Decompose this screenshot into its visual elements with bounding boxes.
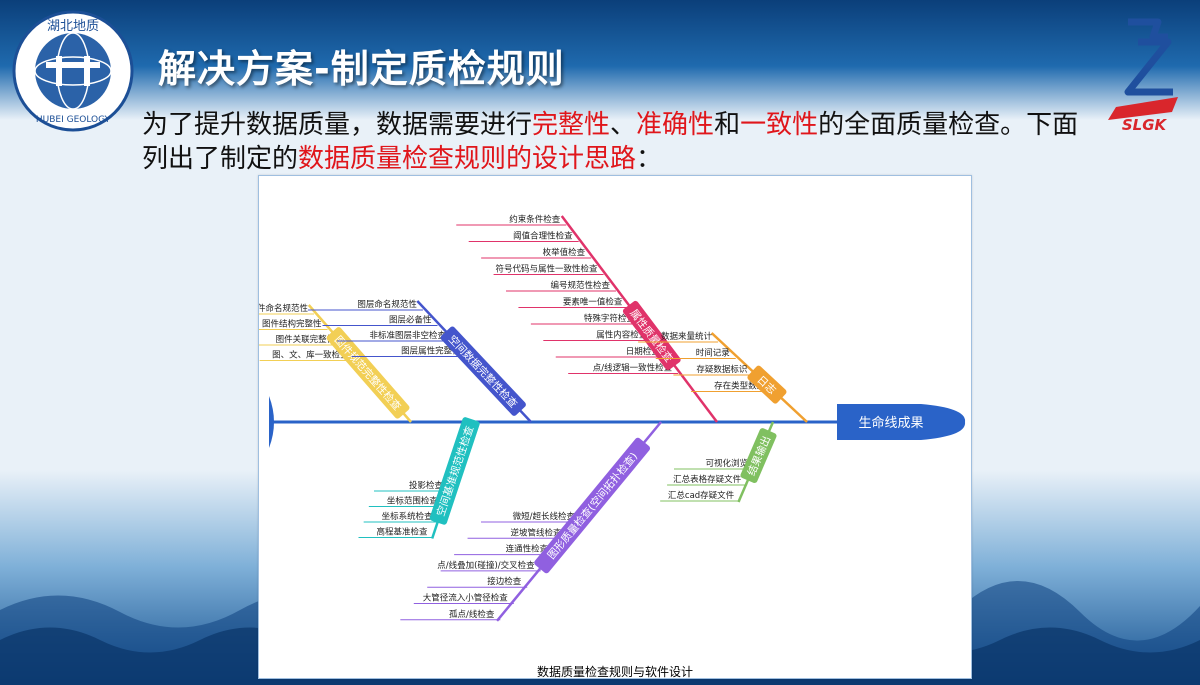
bottom-bone-2-item-label: 大管径流入小管径检查 (423, 593, 509, 604)
top-bone-2-tag-box (440, 326, 526, 416)
bottom-bone-3-tag-box (740, 428, 777, 484)
logo-chinese-text: 湖北地质 (47, 19, 99, 34)
bottom-bone-2-item-label: 逆坡管线检查 (511, 527, 563, 538)
top-bone-3-tag-box (622, 300, 681, 371)
fish-head-label: 生命线成果 (858, 415, 923, 431)
bottom-bone-3-tag: 结果输出 (740, 428, 777, 484)
top-bone-4-item-label: 存疑数据标识 (696, 364, 747, 375)
bottom-bone-3-item-label: 汇总表格存疑文件 (673, 474, 742, 485)
fish-head (837, 404, 966, 440)
bottom-bone-2-item-label: 孤点/线检查 (449, 609, 495, 620)
top-bone-3-item-label: 编号规范性检查 (550, 280, 610, 291)
top-bone-4-item-label: 时间记录 (696, 348, 731, 359)
bottom-bone-1-tag-label: 空间基准规范性检查 (434, 424, 476, 518)
intro-paragraph: 为了提升数据质量，数据需要进行完整性、准确性和一致性的全面质量检查。下面列出了制… (142, 108, 1092, 176)
fishbone-diagram-card: 生命线成果 图件命名规范性图件结构完整性图件关联完整性图、文、库一致检查图件规范完… (258, 175, 972, 679)
intro-text-4: 的全面质量检查。下面列出了制定的 (142, 110, 1079, 174)
bottom-bone-1-item-label: 高程基准检查 (376, 527, 428, 538)
top-bone-2-tag-label: 空间数据完整性检查 (446, 333, 521, 411)
top-bone-4-item-label: 存在类型数量 (714, 381, 766, 392)
bottom-bone-2-item-label: 微短/超长线检查 (513, 511, 576, 522)
top-bone-1-item-label: 图、文、库一致检查 (272, 350, 349, 361)
top-bone-2-item-label: 图层属性完整性 (401, 346, 461, 357)
bottom-bone-2-item-label: 连通性检查 (506, 544, 549, 555)
bottom-bone-2-tag-box (534, 437, 651, 574)
logo-slgk-text: SLGK (1122, 116, 1168, 134)
top-bone-3-item-label: 约束条件检查 (509, 214, 561, 225)
bottom-bone-2-tag-label: 图形质量检查(空间拓扑检查) (545, 450, 640, 562)
top-bone-3-item-label: 枚举值检查 (543, 247, 586, 258)
top-bone-3-item-label: 要素唯一值检查 (563, 297, 623, 308)
top-bone-1-tag-label: 图件规范完整性检查 (332, 333, 404, 413)
slgk-logo: SLGK (1108, 18, 1178, 134)
intro-text-3: 和 (714, 110, 741, 140)
hubei-geology-logo: 湖北地质 HUBEI GEOLOGY (12, 10, 134, 132)
top-bone-3-item-label: 符号代码与属性一致性检查 (496, 264, 599, 275)
top-bone-1-item-label: 图件结构完整性 (262, 319, 322, 330)
bottom-bone-3-item-label: 汇总cad存疑文件 (668, 490, 735, 501)
intro-highlight-completeness: 完整性 (532, 110, 611, 140)
diagram-caption: 数据质量检查规则与软件设计 (536, 665, 693, 679)
intro-text-1: 为了提升数据质量，数据需要进行 (142, 110, 533, 140)
intro-text-5: ： (636, 144, 663, 174)
bottom-bone-2-tag: 图形质量检查(空间拓扑检查) (534, 437, 651, 574)
top-bone-3-item-label: 日期检查 (626, 346, 661, 357)
bottom-bone-2-item-label: 点/线叠加(碰撞)/交叉检查 (437, 560, 535, 571)
top-bone-3-item-label: 阈值合理性检查 (513, 231, 573, 242)
bottom-bone-1-item-label: 坐标范围检查 (387, 496, 439, 507)
top-bone-4-tag: 日志 (747, 365, 787, 404)
top-bone-3-item-label: 点/线逻辑一致性检查 (593, 363, 673, 374)
bottom-bone-1-tag: 空间基准规范性检查 (429, 417, 480, 525)
bottom-bone-2-item-label: 接边检查 (487, 576, 522, 587)
intro-highlight-accuracy: 准确性 (636, 110, 715, 140)
intro-highlight-rules: 数据质量检查规则的设计思路 (298, 144, 637, 174)
fishbone-diagram: 生命线成果 图件命名规范性图件结构完整性图件关联完整性图、文、库一致检查图件规范完… (259, 214, 966, 622)
top-bone-2-item-label: 非标准图层非空检查 (370, 330, 447, 341)
top-bone-2-item-label: 图层必备性 (389, 315, 432, 326)
top-bone-2-tag: 空间数据完整性检查 (440, 326, 526, 416)
top-bone-2-item-label: 图层命名规范性 (357, 299, 417, 310)
top-bone-3-item-label: 属性内容检查 (596, 330, 648, 341)
intro-text-2: 、 (610, 110, 637, 140)
top-bone-1-item-label: 图件关联完整性 (276, 334, 336, 345)
top-bone-4-item-label: 数据来量统计 (661, 331, 713, 342)
top-bone-1-tag-box (326, 327, 410, 419)
intro-highlight-consistency: 一致性 (740, 110, 819, 140)
top-bone-1-item-label: 图件命名规范性 (259, 303, 308, 314)
bottom-bone-3-item-label: 可视化浏览 (705, 458, 748, 469)
bottom-bone-1-tag-box (429, 417, 480, 525)
slide-title: 解决方案-制定质检规则 (158, 47, 565, 91)
bottom-bone-1-item-label: 投影检查 (409, 480, 444, 491)
logo-english-text: HUBEI GEOLOGY (36, 115, 111, 125)
top-bone-3-item-label: 特殊字符检查 (584, 313, 636, 324)
top-bone-4-tag-box (747, 365, 787, 404)
bottom-bone-1-item-label: 坐标系统检查 (382, 511, 434, 522)
